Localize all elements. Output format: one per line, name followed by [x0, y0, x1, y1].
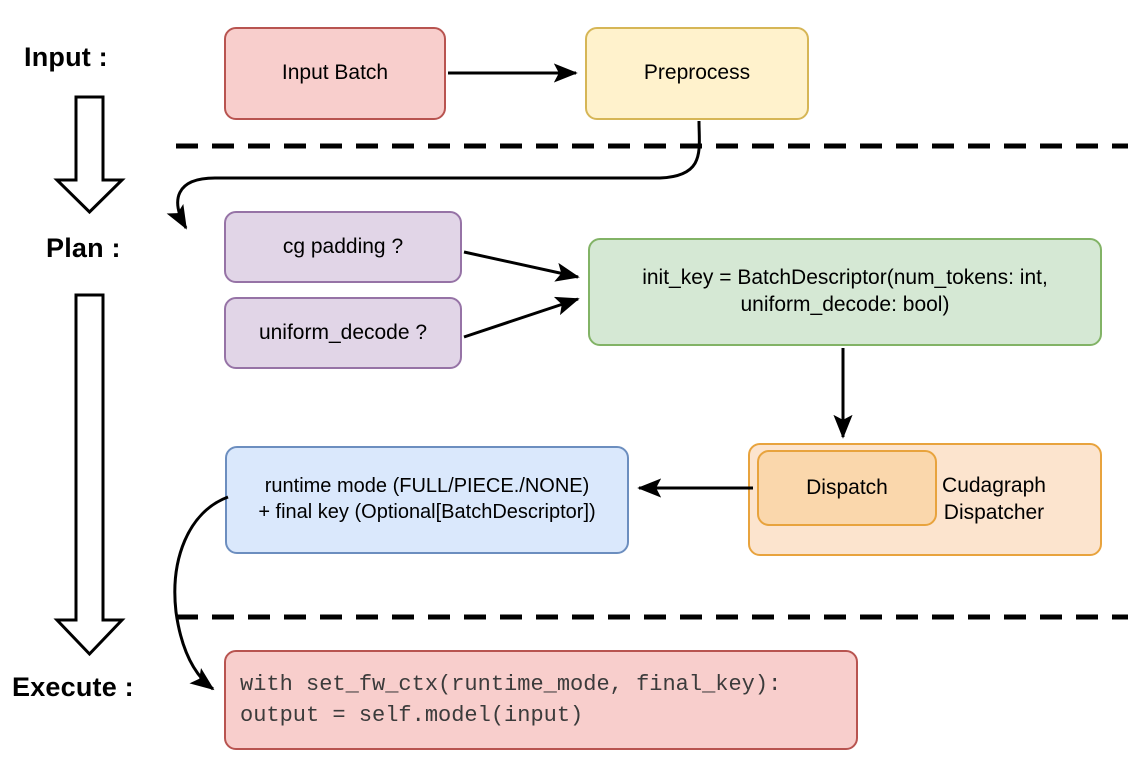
- stage-label-input: Input :: [24, 42, 108, 72]
- node-cg-padding-label: cg padding ?: [282, 234, 404, 258]
- connector-runtime-mode-to-execute-code: [173, 495, 229, 691]
- node-dispatch-label: Dispatch: [806, 475, 888, 499]
- stage-label-execute: Execute :: [12, 672, 134, 702]
- plan-to-execute-block-arrow: [53, 293, 126, 657]
- input-to-plan-block-arrow: [53, 95, 126, 215]
- node-input-batch[interactable]: Input Batch: [224, 27, 446, 120]
- stage-label-plan: Plan :: [46, 233, 121, 263]
- node-cg-padding[interactable]: cg padding ?: [224, 211, 462, 283]
- node-preprocess-label: Preprocess: [643, 61, 751, 85]
- node-cudagraph-dispatcher-label: Cudagraph Dispatcher: [942, 473, 1046, 524]
- node-execute-code-label: with set_fw_ctx(runtime_mode, final_key)…: [240, 671, 782, 728]
- node-runtime-mode-label: runtime mode (FULL/PIECE./NONE) + final …: [258, 475, 596, 523]
- node-preprocess[interactable]: Preprocess: [585, 27, 809, 120]
- node-uniform-decode[interactable]: uniform_decode ?: [224, 297, 462, 369]
- node-input-batch-label: Input Batch: [281, 61, 389, 85]
- node-runtime-mode[interactable]: runtime mode (FULL/PIECE./NONE) + final …: [225, 446, 629, 554]
- node-execute-code[interactable]: with set_fw_ctx(runtime_mode, final_key)…: [224, 650, 858, 750]
- connector-cg-padding-to-init-key: [463, 250, 580, 282]
- node-init-key[interactable]: init_key = BatchDescriptor(num_tokens: i…: [588, 238, 1102, 346]
- node-init-key-label: init_key = BatchDescriptor(num_tokens: i…: [642, 266, 1048, 316]
- node-uniform-decode-label: uniform_decode ?: [258, 320, 428, 344]
- connector-uniform-decode-to-init-key: [463, 296, 580, 339]
- node-dispatch[interactable]: Dispatch: [757, 450, 937, 526]
